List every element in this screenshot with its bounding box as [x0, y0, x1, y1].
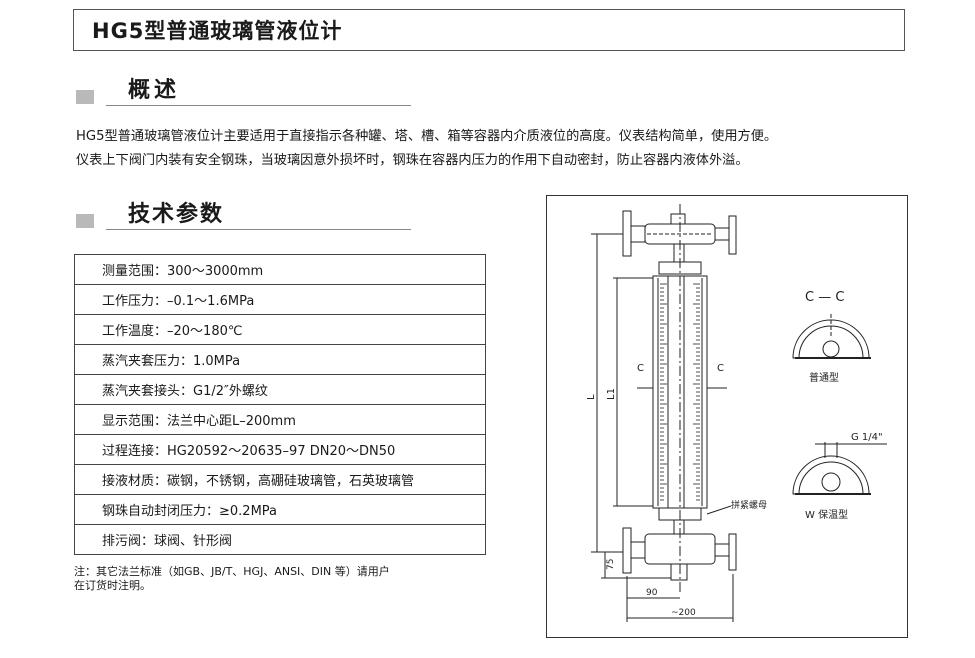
bottom-valve-spindle	[714, 543, 730, 557]
page-title: HG5型普通玻璃管液位计	[73, 9, 905, 51]
bottom-handwheel	[728, 533, 737, 571]
normal-section-tube	[822, 340, 840, 358]
note-line: 注：其它法兰标准（如GB、JB/T、HGJ、ANSI、DIN 等）请用户	[74, 565, 390, 578]
specs-note: 注：其它法兰标准（如GB、JB/T、HGJ、ANSI、DIN 等）请用户 在订货…	[74, 565, 390, 593]
heading-marker	[76, 90, 94, 104]
dim-75-label: 75	[606, 559, 616, 570]
top-flange	[622, 210, 632, 257]
overview-heading-text: 概述	[128, 78, 181, 103]
bottom-flange-neck	[630, 541, 646, 559]
thread-label: G 1/4"	[851, 432, 883, 443]
gauge-drawing-svg: C — C C C L L1 75 90 ~200 拼紧螺母 普通型 G 1/4…	[586, 204, 887, 622]
table-row: 工作压力：–0.1～1.6MPa	[74, 284, 486, 315]
spec-cell: 蒸汽夹套压力：1.0MPa	[74, 344, 486, 375]
table-row: 工作温度：–20～180℃	[74, 314, 486, 345]
normal-type-label: 普通型	[809, 371, 839, 384]
top-valve-spindle	[714, 227, 730, 241]
heading-underline	[106, 229, 411, 230]
table-row: 蒸汽夹套接头：G1/2″外螺纹	[74, 374, 486, 405]
spec-cell: 钢珠自动封闭压力：≥0.2MPa	[74, 494, 486, 525]
specs-heading-text: 技术参数	[128, 202, 225, 227]
spec-cell: 过程连接：HG20592～20635–97 DN20～DN50	[74, 434, 486, 465]
overview-text: HG5型普通玻璃管液位计主要适用于直接指示各种罐、塔、槽、箱等容器内介质液位的高…	[76, 125, 916, 173]
heading-underline	[106, 105, 411, 106]
spec-cell: 接液材质：碳钢，不锈钢，高硼硅玻璃管，石英玻璃管	[74, 464, 486, 495]
table-row: 钢珠自动封闭压力：≥0.2MPa	[74, 494, 486, 525]
dim-90-label: 90	[646, 588, 658, 598]
normal-section-shell	[792, 319, 870, 359]
dim-200-label: ~200	[671, 608, 696, 618]
specs-heading: 技术参数	[76, 200, 411, 230]
heading-marker	[76, 214, 94, 228]
table-row: 显示范围：法兰中心距L–200mm	[74, 404, 486, 435]
spec-cell: 工作压力：–0.1～1.6MPa	[74, 284, 486, 315]
overview-paragraph: HG5型普通玻璃管液位计主要适用于直接指示各种罐、塔、槽、箱等容器内介质液位的高…	[76, 129, 778, 144]
overview-heading: 概述	[76, 76, 411, 106]
bottom-valve-neck	[673, 519, 685, 535]
nut-leader	[706, 505, 732, 515]
top-flange-neck	[630, 225, 646, 243]
section-mark-right-label: C	[717, 363, 724, 374]
overview-paragraph: 仪表上下阀门内装有安全钢珠，当玻璃因意外损坏时，钢珠在容器内压力的作用下自动密封…	[76, 153, 749, 168]
spec-cell: 显示范围：法兰中心距L–200mm	[74, 404, 486, 435]
insulated-section-shell	[792, 455, 870, 495]
insulated-section-tube	[821, 472, 841, 492]
nut-label: 拼紧螺母	[731, 499, 767, 511]
dim-L1-label: L1	[606, 388, 617, 400]
section-label: C — C	[805, 290, 844, 305]
table-row: 过程连接：HG20592～20635–97 DN20～DN50	[74, 434, 486, 465]
tube-scale	[660, 283, 700, 501]
specs-table: 测量范围：300～3000mm 工作压力：–0.1～1.6MPa 工作温度：–2…	[74, 254, 486, 555]
insulated-type-label: W 保温型	[805, 508, 848, 521]
section-mark-left-label: C	[637, 363, 644, 374]
spec-cell: 工作温度：–20～180℃	[74, 314, 486, 345]
table-row: 排污阀：球阀、针形阀	[74, 524, 486, 555]
top-valve-neck	[673, 243, 685, 263]
top-valve-stem	[670, 213, 686, 225]
spec-cell: 排污阀：球阀、针形阀	[74, 524, 486, 555]
spec-cell: 测量范围：300～3000mm	[74, 254, 486, 285]
table-row: 测量范围：300～3000mm	[74, 254, 486, 285]
table-row: 接液材质：碳钢，不锈钢，高硼硅玻璃管，石英玻璃管	[74, 464, 486, 495]
dim-L-label: L	[586, 394, 597, 400]
top-handwheel	[728, 215, 737, 255]
glass-tube	[667, 275, 685, 509]
spec-cell: 蒸汽夹套接头：G1/2″外螺纹	[74, 374, 486, 405]
note-line: 在订货时注明。	[74, 579, 151, 592]
table-row: 蒸汽夹套压力：1.0MPa	[74, 344, 486, 375]
drain-valve	[670, 563, 688, 581]
gauge-drawing: C — C C C L L1 75 90 ~200 拼紧螺母 普通型 G 1/4…	[546, 195, 908, 638]
bottom-flange	[622, 527, 632, 574]
